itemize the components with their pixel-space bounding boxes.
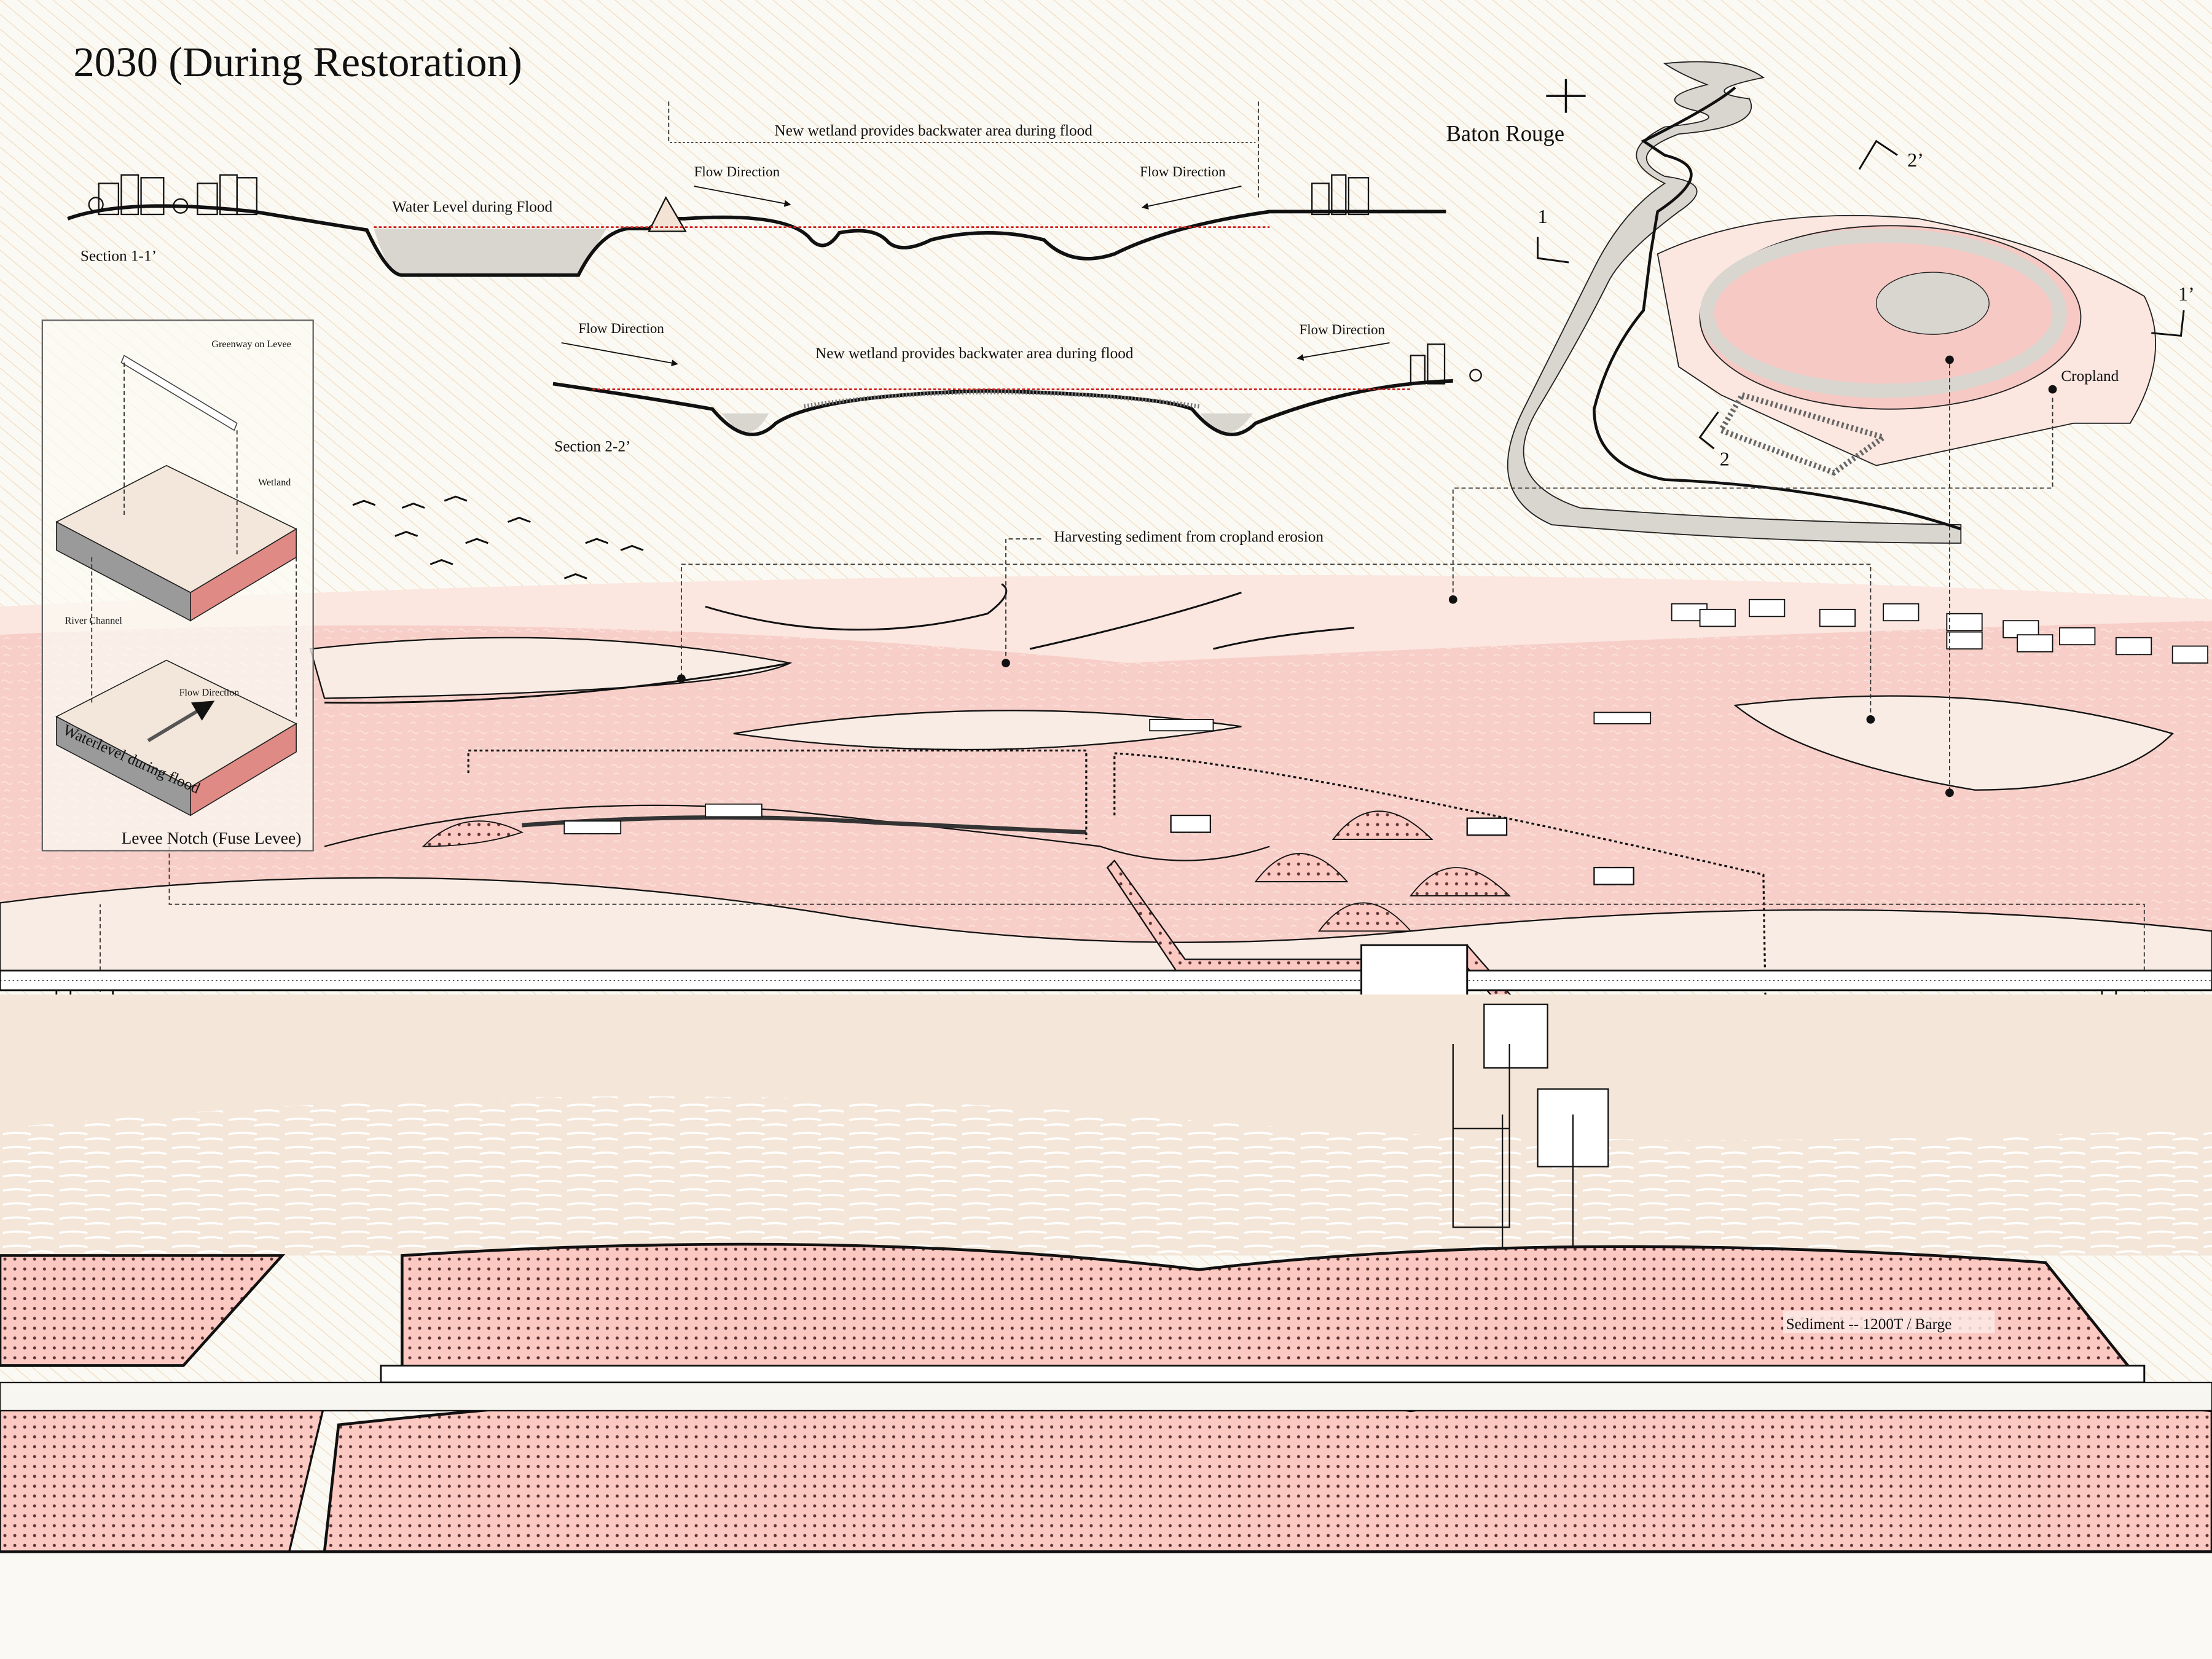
flow-arrow-icon bbox=[1141, 186, 1242, 210]
levee-shape bbox=[648, 196, 687, 232]
houses bbox=[1671, 598, 2209, 664]
section-1-label: Section 1-1’ bbox=[80, 248, 157, 265]
inset-caption: Levee Notch (Fuse Levee) bbox=[121, 828, 301, 847]
north-arrow-icon bbox=[1546, 79, 1586, 113]
inset-greenway-label: Greenway on Levee bbox=[211, 339, 291, 350]
barge-main bbox=[401, 1242, 2133, 1370]
section-2-note: New wetland provides backwater area duri… bbox=[815, 345, 1134, 362]
section-1-1: New wetland provides backwater area duri… bbox=[67, 101, 1446, 277]
flow-arrow-icon bbox=[694, 186, 791, 207]
levee-notch-inset: Greenway on Levee Wetland River Channel … bbox=[41, 320, 314, 852]
barges: Sediment -- 1200T / Barge bbox=[0, 1242, 2212, 1553]
city-icon-right-2 bbox=[1410, 343, 1482, 385]
sediment-piles bbox=[422, 810, 1511, 932]
inset-wetland-label: Wetland bbox=[258, 477, 291, 488]
cropland-label: Cropland bbox=[2061, 367, 2119, 385]
river-mississippi bbox=[1507, 61, 1962, 544]
flow-arrow-icon bbox=[147, 700, 215, 742]
city-icon-left bbox=[88, 174, 258, 216]
sediment-harvest-zone bbox=[1717, 391, 1890, 476]
flow-arrow-icon bbox=[1296, 342, 1390, 361]
inset-flow-label: Flow Direction bbox=[179, 688, 240, 698]
wetland-grass bbox=[804, 390, 1199, 409]
section-1-flow-right: Flow Direction bbox=[1140, 164, 1226, 179]
flow-arrow-icon bbox=[561, 342, 678, 367]
greenway-deck bbox=[120, 355, 238, 431]
section-2-flow-left: Flow Direction bbox=[578, 321, 664, 336]
levee-line bbox=[1593, 86, 1962, 531]
section-2-flow-right: Flow Direction bbox=[1300, 322, 1386, 337]
site-map: Baton Rouge 1 1’ 2 2’ Cropland bbox=[1446, 61, 2195, 544]
birds-icon bbox=[352, 495, 644, 579]
cut-1p-label: 1’ bbox=[2178, 283, 2195, 305]
section-1-flow-left: Flow Direction bbox=[694, 164, 780, 179]
cut-1-label: 1 bbox=[1538, 205, 1548, 227]
sediment-flow-leaders bbox=[467, 749, 1771, 1309]
dredge-boats bbox=[563, 712, 1652, 834]
section-2-2: Flow Direction Flow Direction New wetlan… bbox=[552, 321, 1482, 455]
cut-2p-label: 2’ bbox=[1907, 149, 1924, 171]
harvesting-label: Harvesting sediment from cropland erosio… bbox=[1054, 528, 1324, 546]
city-icon-right bbox=[1311, 174, 1370, 216]
riverbank bbox=[0, 994, 2212, 1140]
water-level-label: Water Level during Flood bbox=[392, 198, 552, 215]
section-2-label: Section 2-2’ bbox=[554, 438, 630, 455]
annotation-leaders bbox=[100, 364, 2145, 1044]
barge-left-top bbox=[0, 1254, 286, 1367]
page-title: 2030 (During Restoration) bbox=[73, 39, 522, 85]
conveyor-tower bbox=[1452, 1003, 1609, 1257]
baton-rouge-label: Baton Rouge bbox=[1446, 121, 1564, 146]
bottom-margin bbox=[0, 1551, 2212, 1659]
cut-2-label: 2 bbox=[1720, 448, 1730, 470]
sediment-label: Sediment -- 1200T / Barge bbox=[1786, 1316, 1952, 1333]
greenway-bridge bbox=[0, 944, 2212, 1100]
section-1-note: New wetland provides backwater area duri… bbox=[774, 122, 1092, 139]
inset-river-channel-label: River Channel bbox=[65, 616, 123, 626]
excavators bbox=[1170, 814, 1634, 885]
section-cut-markers bbox=[1537, 79, 2185, 450]
